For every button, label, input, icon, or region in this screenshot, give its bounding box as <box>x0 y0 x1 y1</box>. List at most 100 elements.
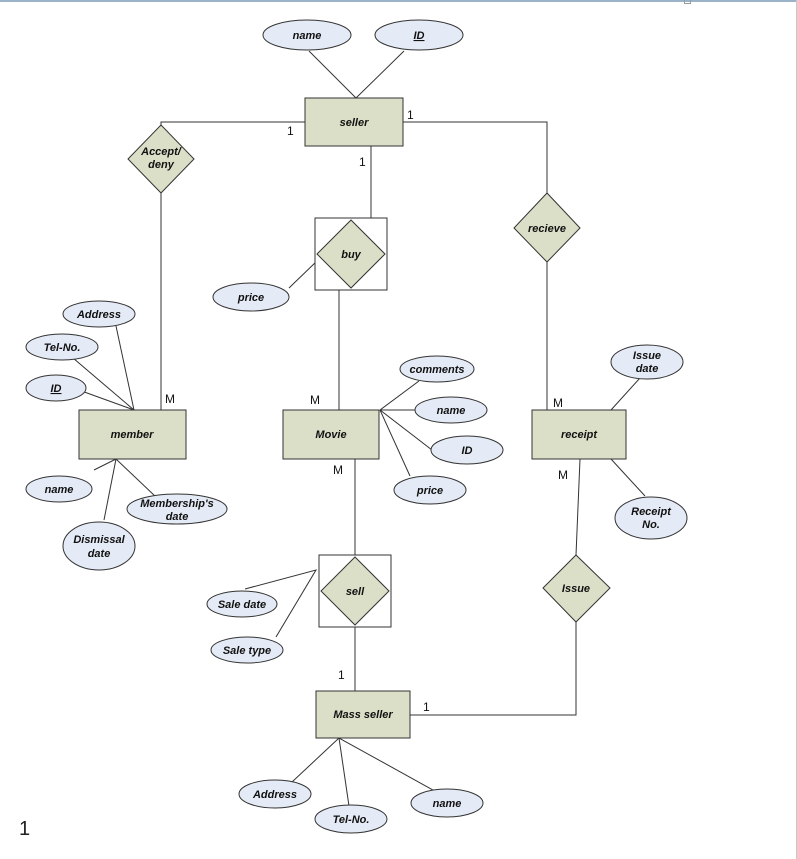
attribute-sell-sale-date <box>206 590 278 618</box>
attribute-movie-price-label: price <box>416 485 443 497</box>
line-receipt-no <box>610 458 646 497</box>
attribute-seller-name-label: name <box>293 30 322 42</box>
attribute-member-id <box>25 374 87 402</box>
corner-mark <box>684 0 691 4</box>
line-movie-price <box>379 409 411 477</box>
attribute-seller-name <box>262 19 352 51</box>
line-seller-id <box>355 50 405 99</box>
cardinality-member-top: M <box>165 392 175 406</box>
attribute-member-membership-label-line1: Membership's <box>140 498 214 510</box>
relationship-sell: sell <box>318 554 392 628</box>
entity-mass-seller-label: Mass seller <box>333 709 393 721</box>
relationship-buy-label: buy <box>341 249 361 261</box>
cardinality-mass-top: 1 <box>338 668 345 682</box>
attribute-mass-tel-label: Tel-No. <box>333 814 370 826</box>
page-top-border <box>0 0 797 2</box>
attribute-movie-name <box>414 396 488 424</box>
line-seller-name <box>308 50 357 99</box>
attribute-buy-price <box>212 282 290 312</box>
line-movie-id <box>379 409 433 451</box>
relationship-issue-label: Issue <box>562 583 590 595</box>
attributes <box>25 19 688 834</box>
attribute-receipt-no-label-line1: Receipt <box>631 506 672 518</box>
attribute-receipt-issue-date <box>610 344 684 380</box>
relationship-recieve: recieve <box>513 192 581 263</box>
attribute-member-tel <box>25 333 99 361</box>
relationship-sell-label: sell <box>346 586 365 598</box>
attribute-member-address <box>62 300 136 328</box>
attribute-labels: name ID price Address Tel-No. ID name Di… <box>44 30 673 826</box>
line-movie-comments <box>379 380 420 411</box>
cardinality-receipt-top: M <box>553 396 563 410</box>
line-receipt-issue <box>575 458 581 556</box>
relationship-accept-deny-label-line2: deny <box>148 159 175 171</box>
relationship-accept-deny: Accept/ deny <box>127 124 195 194</box>
attribute-member-name <box>25 475 93 503</box>
attribute-movie-id <box>430 435 504 465</box>
cardinality-seller-right: 1 <box>407 108 414 122</box>
line-seller-recieve <box>403 121 548 193</box>
cardinality-seller-left: 1 <box>287 124 294 138</box>
line-member-dismissal <box>103 458 117 521</box>
entity-seller: seller <box>304 97 404 147</box>
attribute-mass-name-label: name <box>433 798 462 810</box>
line-buy-price <box>288 259 319 289</box>
attribute-member-membership <box>126 493 228 525</box>
entity-movie: Movie <box>282 409 380 460</box>
attribute-receipt-no-label-line2: No. <box>642 519 660 531</box>
attribute-mass-address-label: Address <box>252 789 297 801</box>
attribute-sell-sale-date-label: Sale date <box>218 599 266 611</box>
entity-receipt-label: receipt <box>561 429 598 441</box>
attribute-movie-comments-label: comments <box>409 364 464 376</box>
line-mass-address <box>291 737 340 783</box>
line-member-name <box>93 458 117 471</box>
entity-member: member <box>78 409 187 460</box>
relationship-buy: buy <box>314 217 388 291</box>
attribute-member-dismissal-label-line2: date <box>88 548 111 560</box>
line-sell-attributes <box>244 569 318 638</box>
attribute-member-dismissal-label-line1: Dismissal <box>73 534 125 546</box>
relationship-issue: Issue <box>542 554 611 623</box>
relationship-recieve-label: recieve <box>528 223 566 235</box>
attribute-seller-id <box>374 19 464 51</box>
attribute-member-name-label: name <box>45 484 74 496</box>
cardinality-mass-right: 1 <box>423 700 430 714</box>
entity-member-label: member <box>111 429 155 441</box>
cardinality-seller-bottom: 1 <box>359 155 366 169</box>
line-receipt-issuedate <box>610 377 641 411</box>
cardinality-labels: 1 1 1 M M M M M 1 1 <box>165 108 568 714</box>
entity-seller-label: seller <box>340 117 369 129</box>
attribute-movie-price <box>393 475 467 505</box>
attribute-member-address-label: Address <box>76 309 121 321</box>
attribute-mass-tel <box>314 804 388 834</box>
attribute-member-id-label: ID <box>51 383 62 395</box>
attribute-receipt-no <box>614 496 688 540</box>
attribute-receipt-issue-date-label-line2: date <box>636 363 659 375</box>
attribute-member-tel-label: Tel-No. <box>44 342 81 354</box>
attribute-buy-price-label: price <box>237 292 264 304</box>
attribute-mass-name <box>410 788 484 818</box>
attribute-sell-sale-type <box>210 636 284 664</box>
line-member-membership <box>115 458 157 498</box>
attribute-movie-id-label: ID <box>462 445 473 457</box>
line-member-tel <box>72 357 135 411</box>
entity-receipt: receipt <box>531 409 627 460</box>
cardinality-movie-bottom: M <box>333 463 343 477</box>
relationship-accept-deny-label-line1: Accept/ <box>140 146 183 158</box>
attribute-receipt-issue-date-label-line1: Issue <box>633 350 661 362</box>
line-mass-name <box>338 737 434 791</box>
line-issue-mass <box>410 622 577 716</box>
attribute-member-membership-label-line2: date <box>166 511 189 523</box>
entity-movie-label: Movie <box>315 429 346 441</box>
connector-lines <box>72 50 646 807</box>
cardinality-movie-top: M <box>310 393 320 407</box>
line-mass-tel <box>338 737 350 807</box>
attribute-movie-comments <box>399 355 475 383</box>
line-member-address <box>115 325 135 411</box>
line-member-id <box>75 388 135 411</box>
attribute-seller-id-label: ID <box>414 30 425 42</box>
line-seller-accept <box>160 121 305 125</box>
page-number: 1 <box>19 818 31 840</box>
attribute-movie-name-label: name <box>437 405 466 417</box>
